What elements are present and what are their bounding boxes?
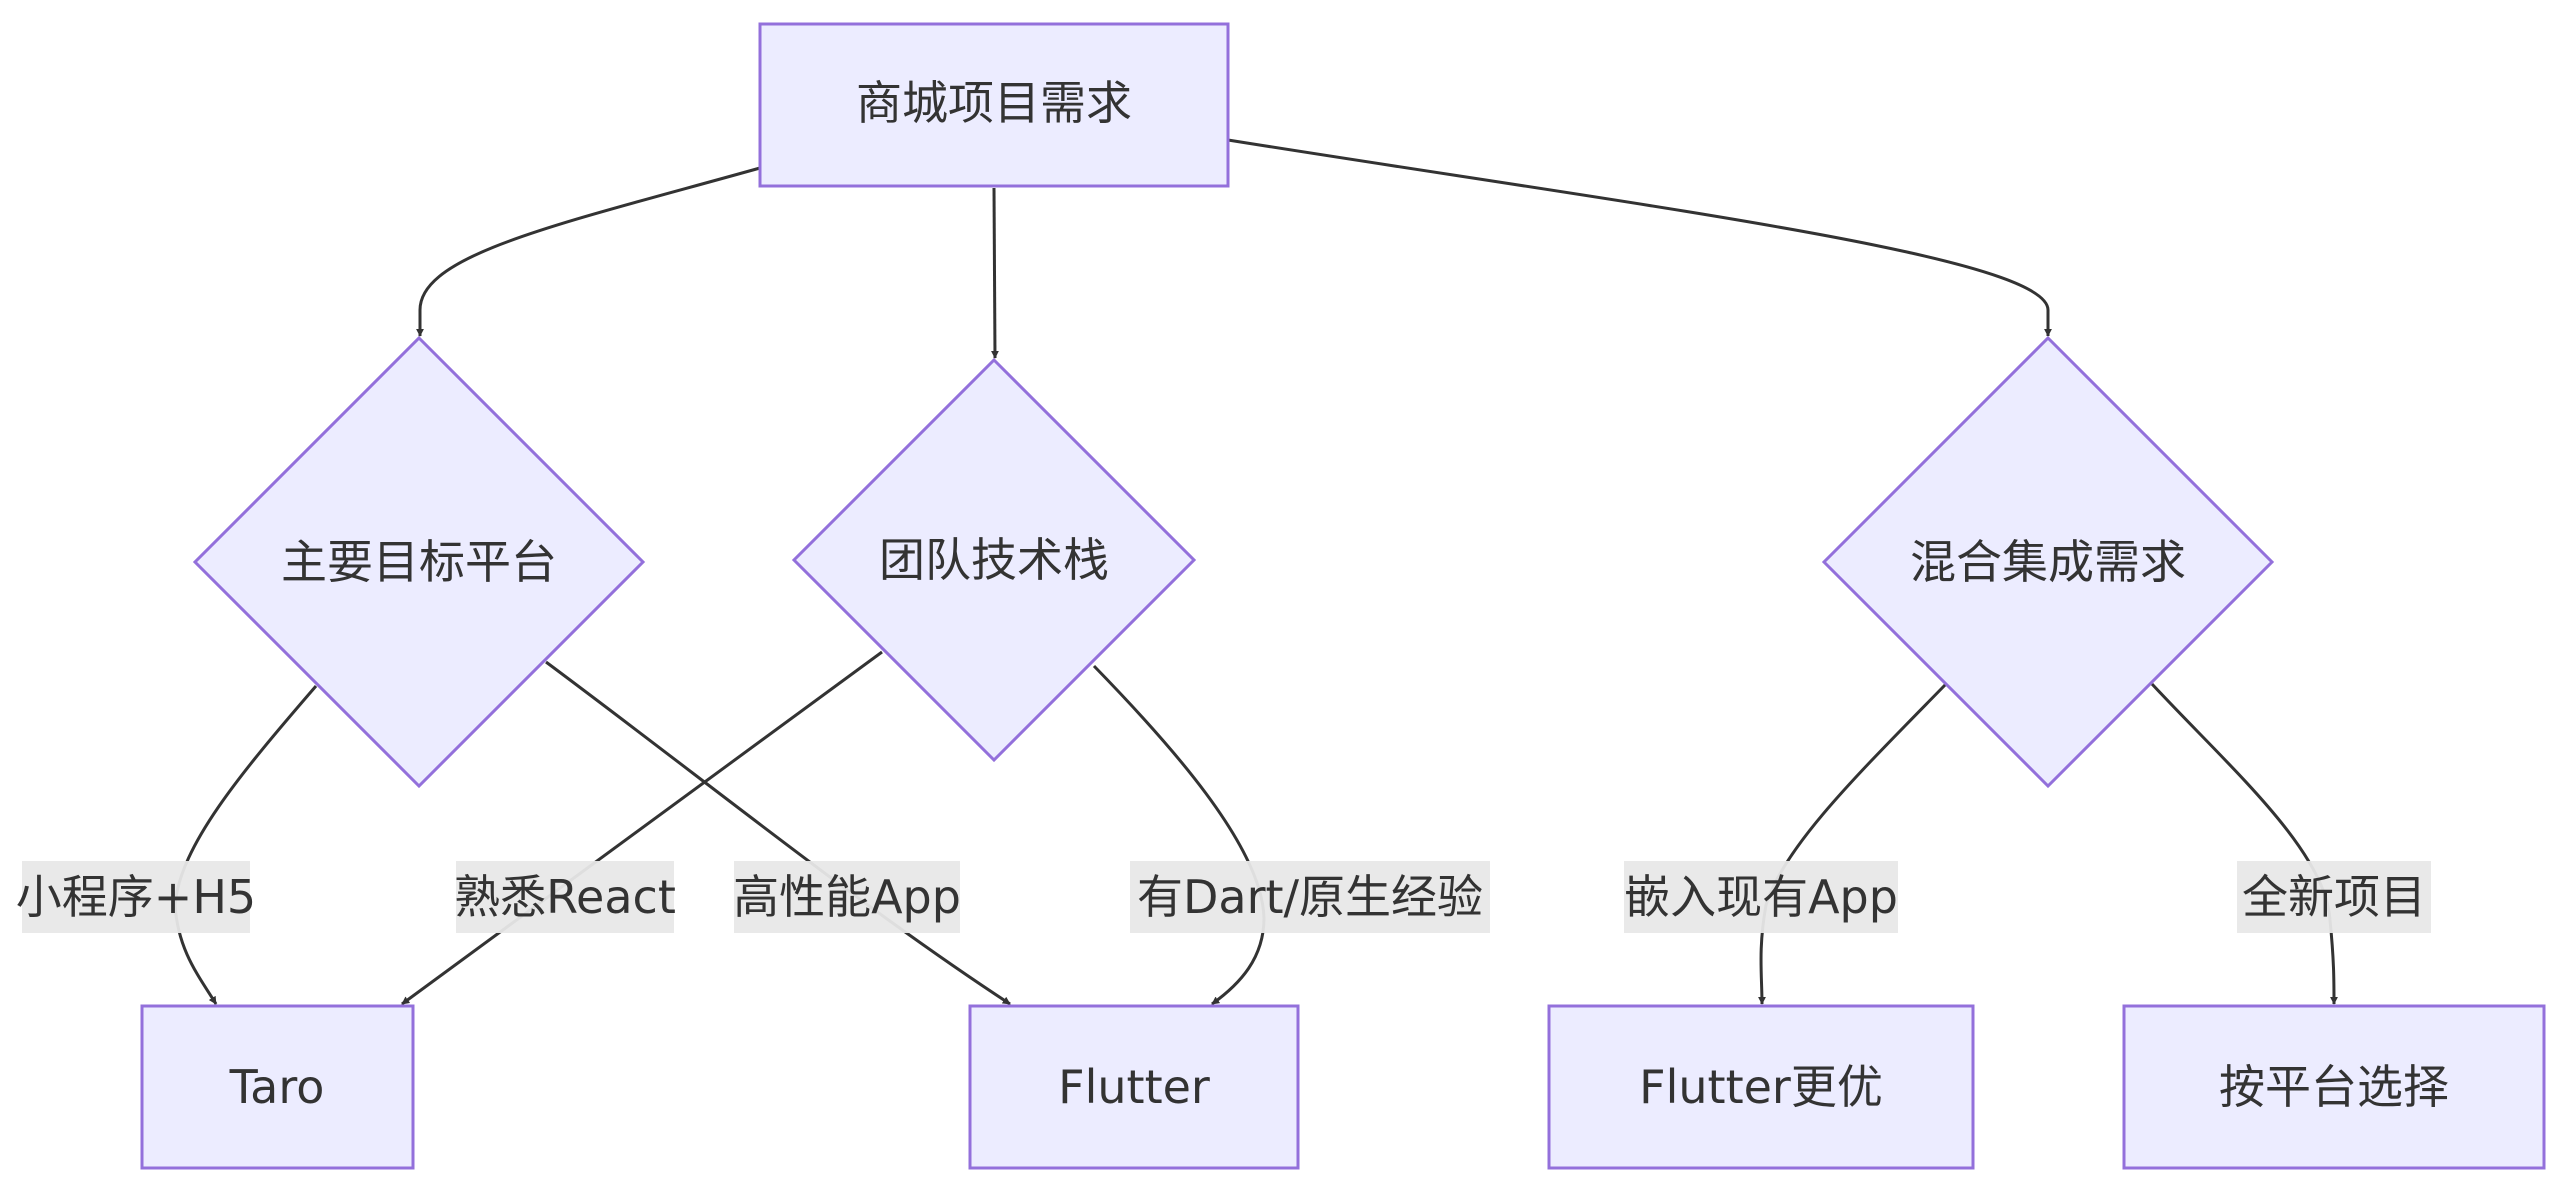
edge-techstack-flutter — [1092, 664, 1266, 1006]
node-platform-decision[interactable]: 主要目标平台 — [192, 335, 646, 789]
edge-hybrid-flutter-better — [1757, 682, 1948, 1005]
edge-label-text: 小程序+H5 — [16, 870, 256, 924]
node-flutter-better[interactable]: Flutter更优 — [1547, 1004, 1975, 1170]
edge-label-text: 高性能App — [733, 870, 961, 924]
edge-label-tech-flutter: 有Dart/原生经验 — [1130, 861, 1490, 933]
node-root[interactable]: 商城项目需求 — [758, 22, 1230, 188]
node-label: 主要目标平台 — [281, 535, 557, 589]
edge-hybrid-by-platform — [2150, 682, 2338, 1005]
nodes: 商城项目需求 主要目标平台 团队技术栈 混合集成需求 Taro Flutter … — [140, 22, 2546, 1170]
edge-label-text: 有Dart/原生经验 — [1137, 870, 1483, 924]
edge-label-tech-taro: 熟悉React — [454, 861, 676, 933]
node-flutter[interactable]: Flutter — [968, 1004, 1300, 1170]
edge-root-techstack — [990, 187, 999, 359]
node-label: Flutter — [1058, 1060, 1210, 1114]
edge-platform-flutter — [545, 660, 1011, 1006]
node-label: 商城项目需求 — [856, 76, 1132, 130]
edge-label-text: 嵌入现有App — [1624, 870, 1898, 924]
node-hybrid-decision[interactable]: 混合集成需求 — [1821, 335, 2275, 789]
edge-platform-taro — [173, 685, 318, 1005]
node-taro[interactable]: Taro — [140, 1004, 415, 1170]
node-label: 混合集成需求 — [1910, 535, 2186, 589]
edge-label-text: 熟悉React — [454, 870, 676, 924]
edge-root-platform — [416, 166, 761, 337]
edge-label-hybrid-flutter-better: 嵌入现有App — [1624, 861, 1898, 933]
node-label: Taro — [229, 1060, 325, 1114]
edge-label-platform-flutter: 高性能App — [733, 861, 961, 933]
edge-label-platform-taro: 小程序+H5 — [16, 861, 256, 933]
edge-labels: 小程序+H5 熟悉React 高性能App 有Dart/原生经验 嵌入现有App… — [16, 861, 2431, 933]
node-techstack-decision[interactable]: 团队技术栈 — [791, 357, 1197, 763]
node-label: Flutter更优 — [1639, 1060, 1883, 1114]
node-label: 按平台选择 — [2219, 1060, 2449, 1114]
edge-label-hybrid-by-platform: 全新项目 — [2237, 861, 2431, 933]
edge-label-text: 全新项目 — [2242, 870, 2426, 924]
edge-root-hybrid — [1227, 138, 2052, 337]
node-label: 团队技术栈 — [879, 533, 1109, 587]
node-by-platform[interactable]: 按平台选择 — [2122, 1004, 2546, 1170]
edge-techstack-taro — [401, 650, 883, 1006]
